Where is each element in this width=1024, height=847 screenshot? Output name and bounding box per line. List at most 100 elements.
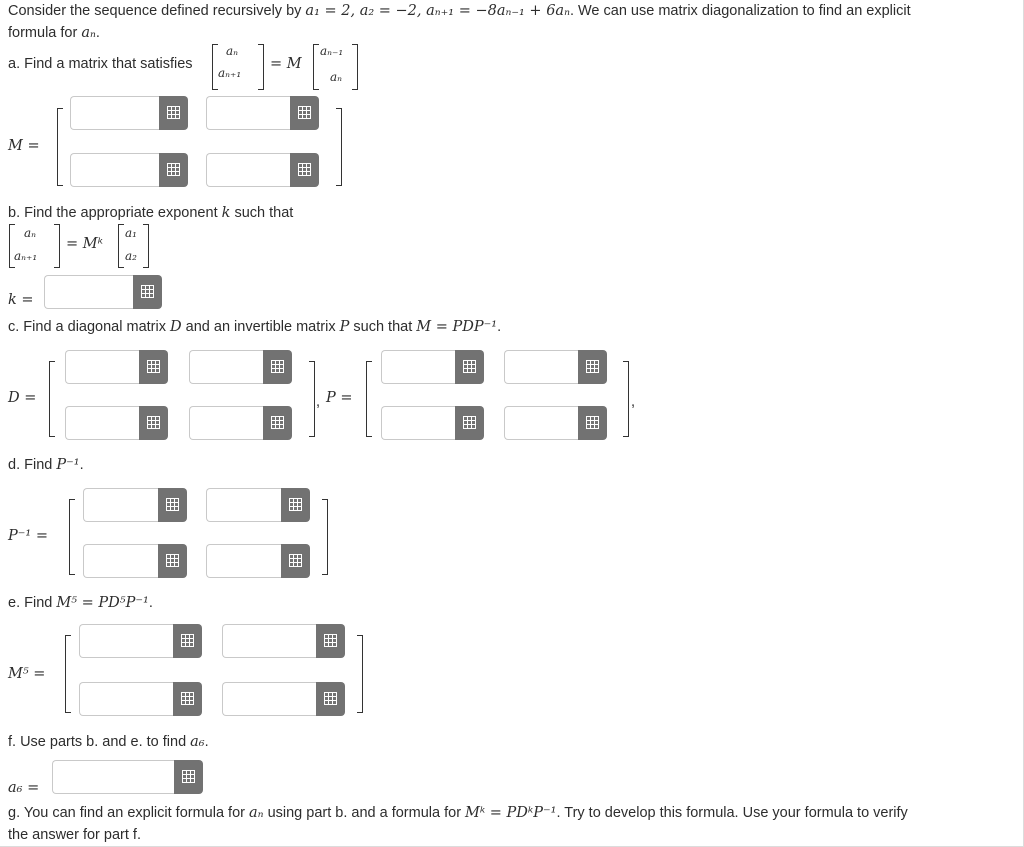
period: . bbox=[95, 25, 100, 41]
answer-input[interactable] bbox=[189, 350, 264, 384]
part-g-text: g. You can find an explicit formula for bbox=[8, 805, 250, 821]
grid-keypad-icon bbox=[289, 554, 302, 567]
answer-input[interactable] bbox=[206, 544, 282, 578]
matrix-p-bracket-left bbox=[366, 361, 372, 437]
recurrence-formula: a₁ = 2, a₂ = −2, aₙ₊₁ = −8aₙ₋₁ + 6aₙ bbox=[305, 3, 570, 19]
bracket-right bbox=[258, 44, 264, 90]
part-g-equation: Mᵏ = PDᵏP⁻¹ bbox=[465, 805, 557, 821]
answer-input[interactable] bbox=[70, 153, 160, 187]
answer-input[interactable] bbox=[206, 153, 291, 187]
period: . bbox=[497, 319, 502, 335]
answer-input[interactable] bbox=[83, 488, 159, 522]
keypad-button[interactable] bbox=[290, 96, 319, 130]
matrix-m-bracket-right bbox=[336, 108, 342, 186]
keypad-button[interactable] bbox=[578, 406, 607, 440]
comma: , bbox=[631, 394, 636, 410]
keypad-button[interactable] bbox=[316, 682, 345, 716]
answer-input[interactable] bbox=[381, 406, 456, 440]
answer-input[interactable] bbox=[65, 350, 140, 384]
grid-keypad-icon bbox=[463, 360, 476, 373]
keypad-button[interactable] bbox=[139, 350, 168, 384]
answer-input[interactable] bbox=[222, 682, 317, 716]
part-a-prompt: a. Find a matrix that satisfies bbox=[8, 56, 193, 72]
answer-input[interactable] bbox=[52, 760, 175, 794]
matrix-p-label: P = bbox=[326, 390, 353, 406]
intro-line-1: Consider the sequence defined recursivel… bbox=[8, 0, 911, 22]
grid-keypad-icon bbox=[181, 692, 194, 705]
keypad-button[interactable] bbox=[290, 153, 319, 187]
matrix-m5-bracket-left bbox=[65, 635, 71, 713]
part-c-text: c. Find a diagonal matrix bbox=[8, 319, 170, 335]
grid-keypad-icon bbox=[166, 554, 179, 567]
keypad-button[interactable] bbox=[263, 406, 292, 440]
keypad-button[interactable] bbox=[139, 406, 168, 440]
answer-input[interactable] bbox=[70, 96, 160, 130]
keypad-button[interactable] bbox=[158, 544, 187, 578]
part-g-text-3: . Try to develop this formula. Use your … bbox=[556, 805, 908, 821]
part-g-line-2: the answer for part f. bbox=[8, 827, 141, 843]
a6-var: a₆ bbox=[190, 734, 205, 750]
keypad-button[interactable] bbox=[159, 96, 188, 130]
answer-input[interactable] bbox=[381, 350, 456, 384]
keypad-button[interactable] bbox=[174, 760, 203, 794]
keypad-button[interactable] bbox=[455, 350, 484, 384]
grid-keypad-icon bbox=[182, 770, 195, 783]
keypad-button[interactable] bbox=[281, 544, 310, 578]
keypad-button[interactable] bbox=[133, 275, 162, 309]
period: . bbox=[79, 457, 84, 473]
answer-input[interactable] bbox=[79, 682, 174, 716]
answer-input[interactable] bbox=[65, 406, 140, 440]
keypad-button[interactable] bbox=[173, 682, 202, 716]
grid-keypad-icon bbox=[147, 360, 160, 373]
answer-input[interactable] bbox=[83, 544, 159, 578]
answer-input[interactable] bbox=[44, 275, 134, 309]
answer-input[interactable] bbox=[504, 350, 579, 384]
eq-rhs-top: aₙ₋₁ bbox=[320, 44, 344, 58]
matrix-d-bracket-right bbox=[309, 361, 315, 437]
part-g-line-1: g. You can find an explicit formula for … bbox=[8, 805, 908, 821]
grid-keypad-icon bbox=[586, 416, 599, 429]
bracket-right bbox=[143, 224, 149, 268]
grid-keypad-icon bbox=[463, 416, 476, 429]
matrix-m-bracket-left bbox=[57, 108, 63, 186]
keypad-button[interactable] bbox=[173, 624, 202, 658]
a6-label: a₆ = bbox=[8, 780, 40, 796]
period: . bbox=[204, 734, 209, 750]
intro-text-3: formula for bbox=[8, 25, 82, 41]
keypad-button[interactable] bbox=[281, 488, 310, 522]
bracket-right bbox=[352, 44, 358, 90]
bracket-left bbox=[118, 224, 124, 268]
keypad-button[interactable] bbox=[316, 624, 345, 658]
keypad-button[interactable] bbox=[455, 406, 484, 440]
part-f-text: f. Use parts b. and e. to find bbox=[8, 734, 191, 750]
keypad-button[interactable] bbox=[158, 488, 187, 522]
intro-line-2: formula for aₙ. bbox=[8, 22, 100, 44]
eq-mid: = Mᵏ bbox=[66, 236, 103, 252]
grid-keypad-icon bbox=[298, 163, 311, 176]
keypad-button[interactable] bbox=[578, 350, 607, 384]
keypad-button[interactable] bbox=[159, 153, 188, 187]
eq-mid: = M bbox=[270, 56, 302, 72]
grid-keypad-icon bbox=[181, 634, 194, 647]
part-c-equation: M = PDP⁻¹ bbox=[416, 319, 498, 335]
answer-input[interactable] bbox=[504, 406, 579, 440]
keypad-button[interactable] bbox=[263, 350, 292, 384]
matrix-m5-label: M⁵ = bbox=[8, 666, 46, 682]
answer-input[interactable] bbox=[222, 624, 317, 658]
answer-input[interactable] bbox=[189, 406, 264, 440]
part-f-prompt: f. Use parts b. and e. to find a₆. bbox=[8, 734, 209, 750]
bracket-left bbox=[313, 44, 319, 90]
grid-keypad-icon bbox=[167, 106, 180, 119]
answer-input[interactable] bbox=[206, 96, 291, 130]
matrix-p-bracket-right bbox=[623, 361, 629, 437]
part-c-text-3: such that bbox=[349, 319, 417, 335]
answer-input[interactable] bbox=[206, 488, 282, 522]
matrix-d-label: D = bbox=[8, 390, 37, 406]
matrix-m-label: M = bbox=[8, 138, 40, 154]
part-b-text-end: such that bbox=[230, 205, 294, 221]
answer-input[interactable] bbox=[79, 624, 174, 658]
part-b-prompt: b. Find the appropriate exponent k such … bbox=[8, 205, 293, 221]
eq-lhs-top: aₙ bbox=[226, 44, 239, 58]
part-e-text: e. Find bbox=[8, 595, 57, 611]
grid-keypad-icon bbox=[289, 498, 302, 511]
